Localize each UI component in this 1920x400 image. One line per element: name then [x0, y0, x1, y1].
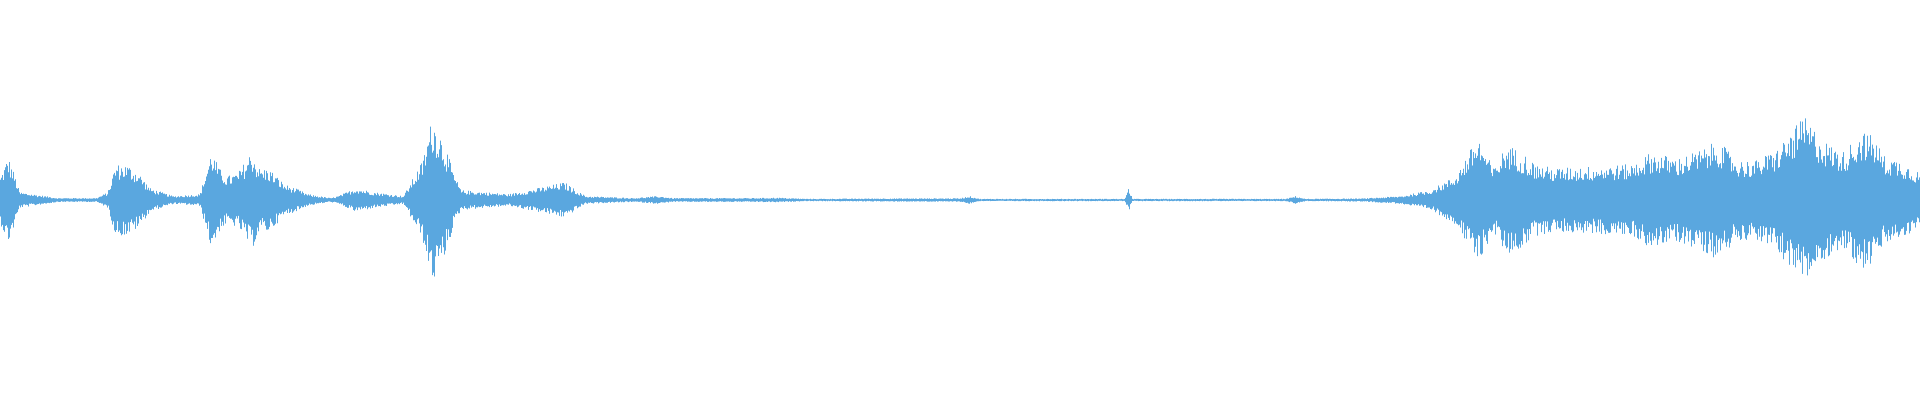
waveform-samples — [0, 118, 1920, 277]
waveform-bars — [0, 118, 1920, 277]
